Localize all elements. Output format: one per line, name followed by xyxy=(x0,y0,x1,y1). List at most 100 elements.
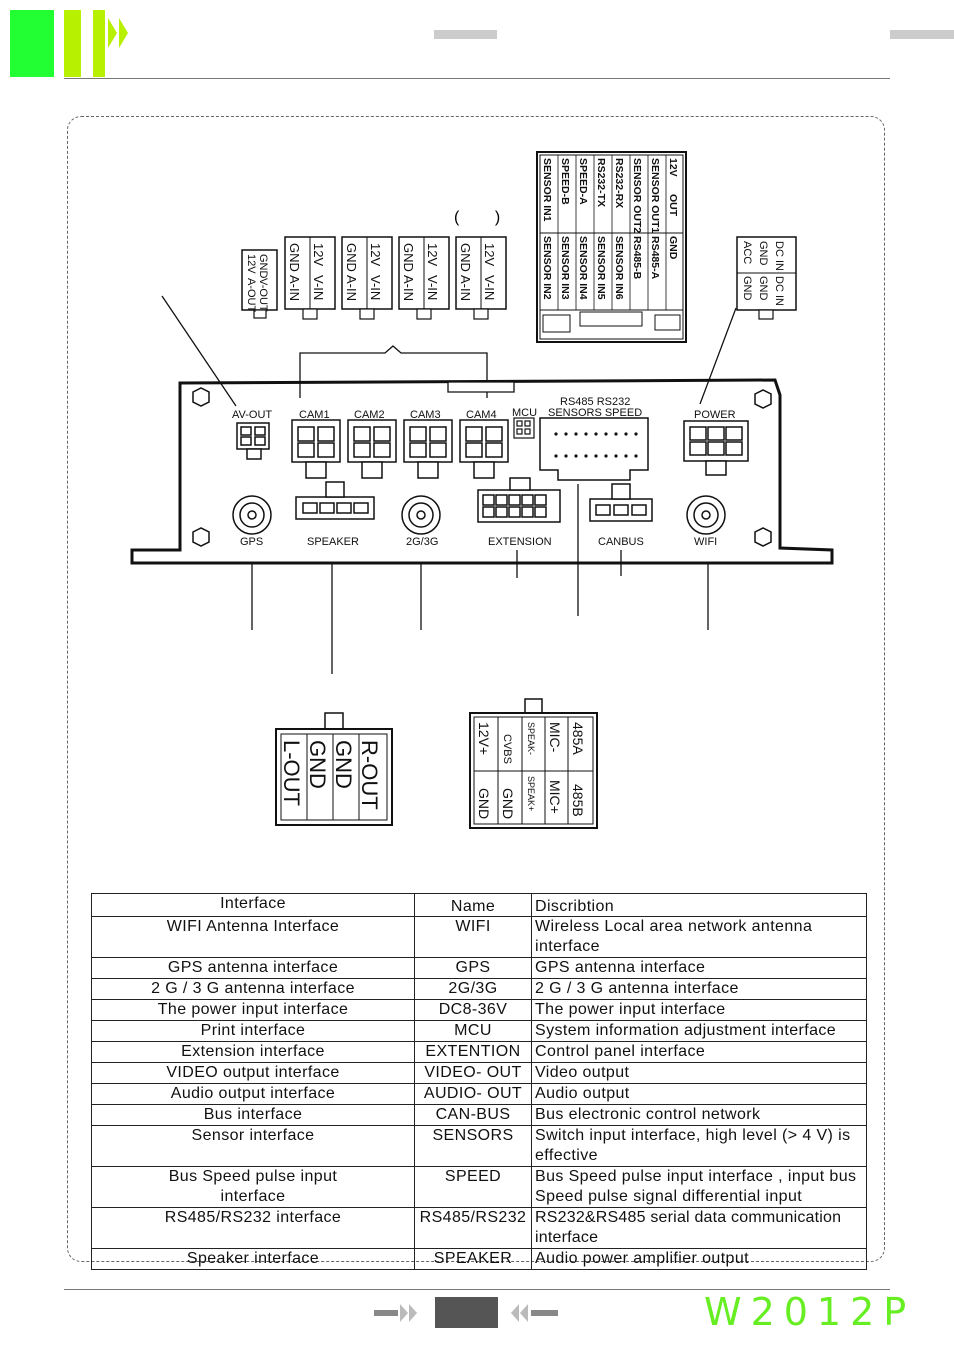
table-row: Speaker interface SPEAKER Audio power am… xyxy=(91,1248,867,1270)
svg-text:SENSOR OUT1: SENSOR OUT1 xyxy=(649,158,661,233)
table-cell: WIFI Antenna Interface xyxy=(91,916,415,958)
table-cell: Bus electronic control network xyxy=(531,1104,867,1126)
table-cell: Control panel interface xyxy=(531,1041,867,1063)
table-cell: SPEAKER xyxy=(414,1248,532,1270)
svg-text:SENSOR IN3: SENSOR IN3 xyxy=(559,236,571,300)
svg-text:GND: GND xyxy=(257,254,269,279)
label-rs485-rs232: RS485 RS232 xyxy=(560,396,630,408)
svg-text:12V: 12V xyxy=(368,243,383,266)
label-sensors-speed: SENSORS SPEED xyxy=(548,407,642,419)
wifi-antenna-icon xyxy=(686,495,726,535)
svg-text:RS232-RX: RS232-RX xyxy=(613,158,625,208)
table-cell: Switch input interface, high level (> 4 … xyxy=(531,1125,867,1167)
header-tab-marker xyxy=(434,30,497,39)
svg-text:12V: 12V xyxy=(482,243,497,266)
cam-connector xyxy=(347,419,397,479)
table-cell: Print interface xyxy=(91,1020,415,1042)
table-cell: Audio output xyxy=(531,1083,867,1105)
svg-text:12V: 12V xyxy=(667,158,679,177)
table-cell: DC8-36V xyxy=(414,999,532,1021)
power-connector xyxy=(683,420,749,476)
table-cell: The power input interface xyxy=(91,999,415,1021)
svg-text:SENSOR IN5: SENSOR IN5 xyxy=(595,236,607,300)
page-number-block xyxy=(435,1297,498,1328)
extension-connector xyxy=(477,477,561,523)
svg-text:R-OUT: R-OUT xyxy=(357,740,382,810)
table-cell: SPEED xyxy=(414,1166,532,1208)
svg-text:12V: 12V xyxy=(245,254,257,274)
cam-plug: GND A-IN 12V V-IN xyxy=(398,236,450,320)
svg-text:A-IN: A-IN xyxy=(287,275,302,301)
table-cell: Extension interface xyxy=(91,1041,415,1063)
av-out-connector xyxy=(236,422,270,460)
interface-spec-table: Interface Name Discribtion WIFI Antenna … xyxy=(91,893,867,1270)
extension-plug-detail: 12V+ CVBS SPEAK- MIC- 485A GND GND SPEAK… xyxy=(469,698,598,829)
svg-text:GND: GND xyxy=(458,243,473,272)
table-cell: Audio power amplifier output xyxy=(531,1248,867,1270)
cam-connector xyxy=(403,419,453,479)
table-cell: GPS antenna interface xyxy=(531,957,867,979)
svg-text:GND: GND xyxy=(741,276,753,301)
label-cam3: CAM3 xyxy=(410,409,441,421)
svg-text:GND: GND xyxy=(287,243,302,272)
header-logo xyxy=(10,10,140,78)
table-cell: 2G/3G xyxy=(414,978,532,1000)
table-row: Extension interface EXTENTION Control pa… xyxy=(91,1041,867,1063)
table-cell: VIDEO- OUT xyxy=(414,1062,532,1084)
table-cell: GPS xyxy=(414,957,532,979)
table-header-cell: Name xyxy=(414,893,532,917)
svg-text:A-IN: A-IN xyxy=(344,275,359,301)
table-cell: RS485/RS232 interface xyxy=(91,1207,415,1249)
svg-text:V-IN: V-IN xyxy=(425,275,440,300)
svg-text:DC IN: DC IN xyxy=(773,276,785,306)
sensor-speed-connector xyxy=(539,417,649,481)
svg-text:SENSOR IN1: SENSOR IN1 xyxy=(541,158,553,222)
table-cell: Audio output interface xyxy=(91,1083,415,1105)
table-cell: WIFI xyxy=(414,916,532,958)
table-cell: CAN-BUS xyxy=(414,1104,532,1126)
cam-connector xyxy=(291,419,341,479)
gsm-antenna-icon xyxy=(401,495,441,535)
green-bar-logo-icon xyxy=(10,10,54,77)
table-cell: VIDEO output interface xyxy=(91,1062,415,1084)
table-row: 2 G / 3 G antenna interface 2G/3G 2 G / … xyxy=(91,978,867,1000)
table-cell: The power input interface xyxy=(531,999,867,1021)
arrow-right-icon[interactable] xyxy=(374,1302,422,1324)
power-plug: DC IN DC IN GND GND ACC GND xyxy=(736,236,797,320)
svg-text:A-OUT: A-OUT xyxy=(245,278,257,313)
svg-text:485B: 485B xyxy=(570,784,586,817)
mcu-connector xyxy=(513,417,535,439)
arrow-left-icon[interactable] xyxy=(510,1302,558,1324)
header-rule xyxy=(64,78,890,79)
svg-text:SPEED-B: SPEED-B xyxy=(559,158,571,205)
table-cell: Speaker interface xyxy=(91,1248,415,1270)
paren-note: ( ) xyxy=(454,209,500,226)
speaker-plug-detail: R-OUT GND GND L-OUT xyxy=(275,712,393,826)
svg-text:V-IN: V-IN xyxy=(311,275,326,300)
label-speaker: SPEAKER xyxy=(307,536,359,548)
svg-text:12V: 12V xyxy=(311,243,326,266)
svg-text:GND: GND xyxy=(344,243,359,272)
table-cell: System information adjustment interface xyxy=(531,1020,867,1042)
table-row: Sensor interface SENSORS Switch input in… xyxy=(91,1125,867,1167)
table-row: Bus Speed pulse input interface SPEED Bu… xyxy=(91,1166,867,1208)
table-cell: RS232&RS485 serial data communication in… xyxy=(531,1207,867,1249)
svg-text:RS485-B: RS485-B xyxy=(631,236,643,280)
svg-text:DC IN: DC IN xyxy=(773,241,785,271)
svg-text:SPEED-A: SPEED-A xyxy=(577,158,589,205)
svg-text:L-OUT: L-OUT xyxy=(279,740,304,806)
label-extension: EXTENSION xyxy=(488,536,552,548)
speaker-connector xyxy=(295,481,375,520)
label-canbus: CANBUS xyxy=(598,536,644,548)
table-row: GPS antenna interface GPS GPS antenna in… xyxy=(91,957,867,979)
svg-text:GND: GND xyxy=(757,276,769,301)
table-cell: SENSORS xyxy=(414,1125,532,1167)
table-cell: Sensor interface xyxy=(91,1125,415,1167)
table-header-cell: Discribtion xyxy=(531,893,867,917)
label-av-out: AV-OUT xyxy=(232,409,272,421)
screw-icon xyxy=(192,387,772,547)
svg-text:MIC+: MIC+ xyxy=(547,780,563,814)
svg-text:MIC-: MIC- xyxy=(547,722,563,753)
svg-text:V-IN: V-IN xyxy=(368,275,383,300)
svg-text:GND: GND xyxy=(667,236,679,260)
